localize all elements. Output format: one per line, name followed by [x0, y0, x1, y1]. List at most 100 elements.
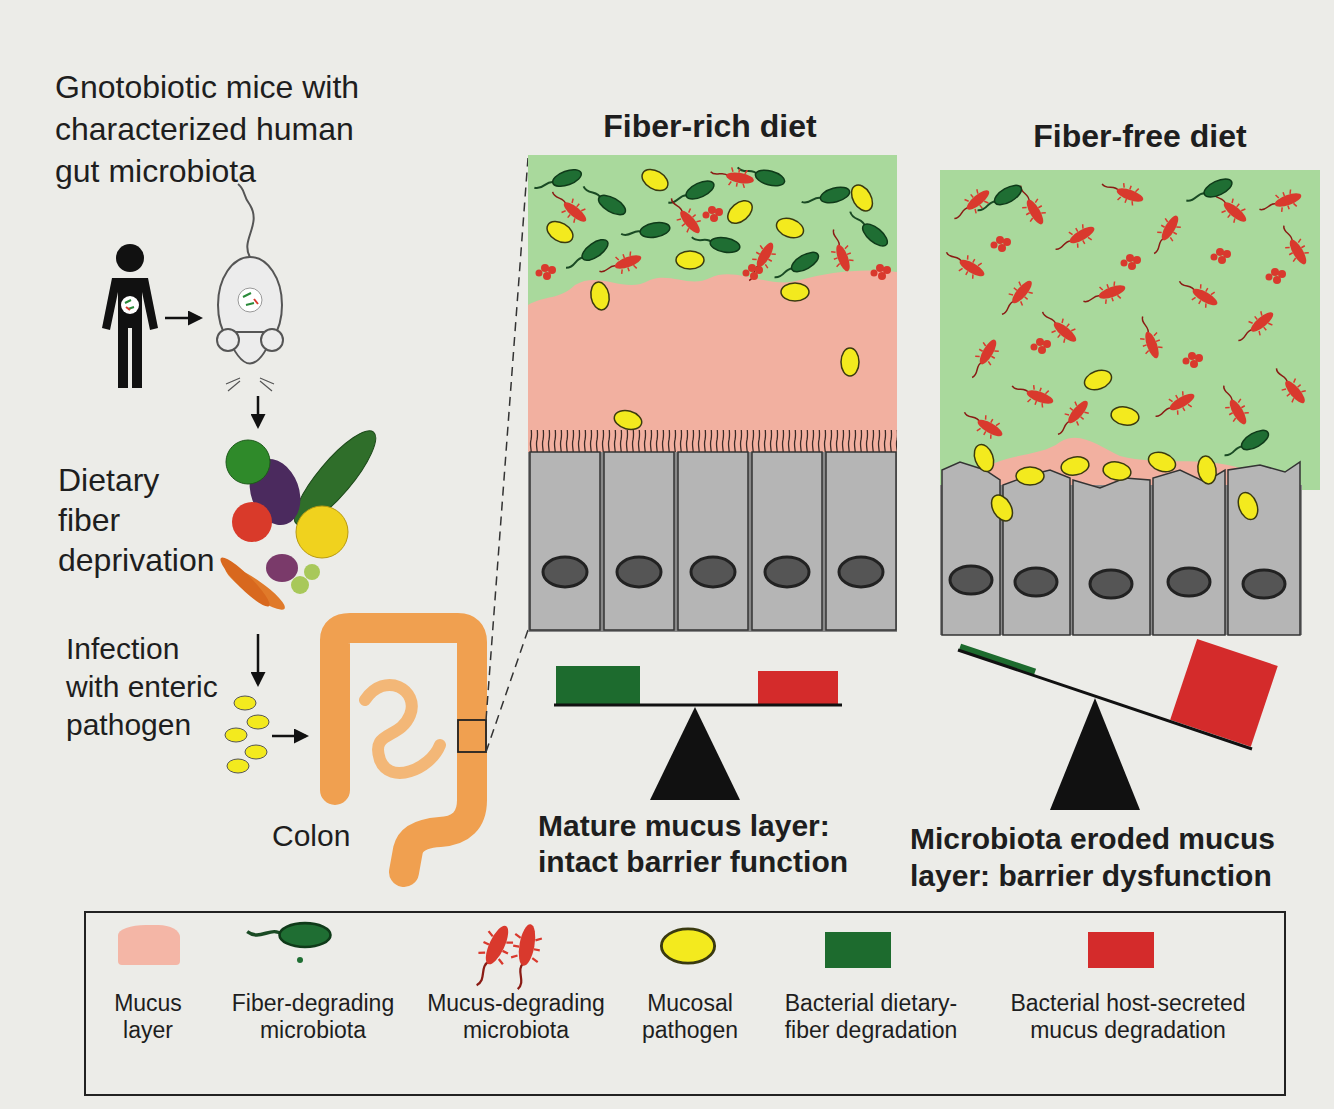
arrow	[272, 735, 306, 738]
fiber-bacterium	[620, 221, 671, 243]
mouse-whiskers	[226, 378, 274, 391]
green-pepper	[226, 440, 270, 484]
epithelial-cell	[530, 452, 600, 630]
epithelial-cell	[1073, 478, 1150, 635]
mucus-bacterium	[1233, 306, 1278, 348]
seesaw-fulcrum	[650, 707, 740, 800]
mucus-bacterium	[1133, 314, 1165, 362]
mouse-tail	[238, 184, 254, 257]
mucus-bacterium	[1269, 363, 1311, 408]
mucus-degradation-weight	[758, 671, 838, 704]
mucus-bacterium	[1099, 176, 1147, 208]
bacterial-cluster	[1183, 352, 1204, 368]
lumen	[528, 155, 897, 455]
lumen	[940, 170, 1320, 490]
mucus-bacterium	[1052, 395, 1094, 440]
fiber-bacterium	[666, 177, 716, 210]
epithelium	[528, 452, 897, 632]
outcome-caption: Mature mucus layer: intact barrier funct…	[538, 808, 878, 880]
nucleus	[617, 557, 661, 587]
mucus-bacterium	[1257, 187, 1305, 219]
mouse-ear	[261, 329, 283, 351]
seesaw-beam	[554, 704, 842, 707]
fiber-degradation-weight	[960, 647, 1035, 672]
colon	[335, 628, 472, 872]
pathogen	[971, 442, 997, 474]
pathogen	[1110, 405, 1141, 428]
organ-label: Colon	[272, 818, 372, 854]
nucleus	[1243, 570, 1285, 598]
mucus-bacterium	[1009, 378, 1057, 410]
fiber-bacterium	[975, 181, 1024, 218]
legend-text: Fiber-degrading microbiota	[218, 990, 408, 1044]
mucus-bacterium	[1215, 382, 1253, 429]
epithelial-cell	[1003, 470, 1070, 635]
small-intestine	[365, 685, 440, 773]
pathogen	[234, 696, 256, 710]
legend-text: Bacterial dietary-fiber degradation	[771, 990, 971, 1044]
epithelial-cell	[752, 452, 822, 630]
gut-microbe	[254, 299, 258, 304]
legend-mucus-bacterium	[466, 920, 518, 991]
legend-text: Bacterial host-secreted mucus degradatio…	[993, 990, 1263, 1044]
pathogen	[1196, 455, 1219, 486]
bacterial-cluster	[1121, 254, 1142, 270]
pathogen	[245, 745, 267, 759]
pathogen	[1082, 367, 1114, 393]
arrow	[257, 634, 260, 684]
fiber-bacterium	[1222, 426, 1271, 463]
gut-microbe	[126, 307, 130, 310]
mucus-bacterium	[742, 238, 780, 285]
pathogen	[612, 408, 644, 433]
legend-swatch	[118, 925, 180, 965]
arrow	[257, 396, 260, 426]
pea	[291, 576, 309, 594]
fiber-bacterium	[772, 248, 821, 285]
mucus-degradation-weight	[1170, 639, 1278, 747]
pathogen	[1060, 455, 1091, 478]
gut-microbe	[243, 293, 254, 305]
outcome-caption: Microbiota eroded mucus layer: barrier d…	[910, 820, 1305, 894]
pathogen	[638, 165, 671, 195]
fiber-bacterium	[1184, 175, 1234, 208]
gut-icon	[121, 296, 139, 314]
epithelial-cell	[604, 452, 674, 630]
mucus-bacterium	[1147, 211, 1185, 258]
panel-heading: Fiber-rich diet	[560, 106, 860, 146]
nucleus	[839, 557, 883, 587]
mucus-bacterium	[1081, 279, 1129, 311]
yellow-pepper	[296, 506, 348, 558]
onion	[266, 554, 298, 582]
pathogen	[841, 348, 859, 376]
mucus-bacterium	[965, 335, 1003, 382]
legend-text: Mucosal pathogen	[630, 990, 750, 1044]
nucleus	[1168, 568, 1210, 596]
zoom-line	[486, 630, 528, 752]
pathogen	[225, 728, 247, 742]
mucus-bacterium	[709, 164, 755, 189]
pathogen	[987, 491, 1017, 524]
bacterial-cluster	[703, 206, 724, 222]
fiber-bacterium	[844, 208, 891, 250]
pathogen	[723, 196, 756, 228]
pathogen	[543, 217, 576, 247]
fiber-bacterium	[800, 184, 851, 210]
mucus-bacterium	[1175, 274, 1222, 312]
bacterial-cluster	[1266, 268, 1287, 284]
legend-text: Mucus-degrading microbiota	[416, 990, 616, 1044]
fiber-bacterium	[579, 182, 628, 219]
pathogen	[227, 759, 249, 773]
zoom-box	[458, 720, 486, 752]
mucus-bacterium	[960, 405, 1007, 443]
mucus-bacterium	[1152, 387, 1199, 425]
nucleus	[1090, 570, 1132, 598]
legend-text: Mucus layer	[92, 990, 204, 1044]
fiber-degradation-weight	[556, 666, 640, 704]
pathogen	[1016, 467, 1044, 485]
mucus-bacterium	[1275, 222, 1313, 269]
pathogen	[247, 715, 269, 729]
human-head	[116, 244, 144, 272]
pathogen	[1235, 490, 1261, 522]
legend-swatch	[1088, 932, 1154, 968]
